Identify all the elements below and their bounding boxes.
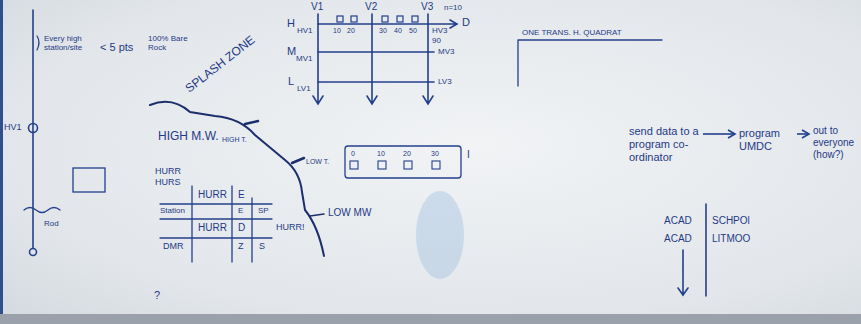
note: < 5 pts: [100, 42, 133, 53]
m-line: [318, 51, 434, 53]
flow-step: out to everyone (how?): [812, 124, 860, 162]
distance-number: 30: [431, 150, 439, 157]
step-text: program UMDC: [739, 127, 793, 153]
row-label: H: [287, 18, 295, 29]
eraser-smudge: [416, 191, 464, 279]
note: Rod: [44, 220, 59, 228]
distance-number: 50: [409, 27, 417, 34]
distance-number: 40: [394, 27, 402, 34]
note: ?: [154, 290, 160, 301]
station-pole: [32, 10, 34, 248]
list-item: LITMOO: [712, 234, 750, 244]
table-cell: HURR: [198, 223, 227, 233]
zone-label: HIGH M.W.: [158, 130, 219, 142]
step-text: out to everyone (how?): [813, 125, 859, 161]
row-label: M: [287, 46, 296, 57]
sample-size: n=10: [444, 4, 462, 12]
flow-arrow: [797, 130, 809, 138]
station-point: [30, 249, 37, 256]
table-cell: S: [259, 242, 265, 251]
table-corner: [518, 40, 662, 86]
table-note: HURR: [155, 167, 181, 176]
wavy-line: [24, 208, 60, 213]
point-label: HV1: [297, 27, 313, 35]
distance-number: 0: [351, 150, 355, 157]
table-cell: E: [238, 190, 245, 200]
list-item: ACAD: [664, 234, 692, 244]
flow-arrow: [703, 130, 735, 138]
table-note: HURS: [155, 178, 181, 187]
table-lines: [160, 186, 272, 262]
divider-line: [705, 204, 707, 296]
zone-label: SPLASH ZONE: [183, 33, 257, 94]
transect-strip: [345, 146, 461, 178]
table-cell: Z: [238, 242, 244, 251]
flow-step: program UMDC: [738, 126, 794, 154]
station-point: [29, 124, 38, 133]
bracket: [37, 36, 39, 50]
table-cell: SP: [258, 207, 269, 215]
table-cell: Station: [160, 207, 185, 215]
table-cell: E: [238, 207, 243, 215]
point-label: LV1: [297, 85, 311, 93]
table-cell: DMR: [163, 242, 184, 251]
column-label: V3: [421, 2, 433, 12]
point-label: MV1: [296, 55, 312, 63]
tide-tick: [292, 158, 304, 163]
distance-number: 20: [403, 150, 411, 157]
axis-label: D: [462, 17, 470, 28]
point-label: MV3: [438, 48, 454, 56]
v1-line: [313, 14, 323, 104]
column-label: V2: [365, 2, 377, 12]
shore-profile: [150, 102, 324, 256]
distance-number: 20: [347, 27, 355, 34]
point-label: HV3: [432, 27, 448, 35]
distance-number: 10: [333, 27, 341, 34]
note: 100% Bare Rock: [148, 34, 188, 52]
quadrat-squares: [337, 16, 418, 22]
strip-label: I: [467, 150, 470, 160]
zone-label: LOW T.: [306, 158, 329, 165]
tide-tick: [245, 121, 258, 124]
strip-squares: [350, 161, 440, 169]
down-arrow: [678, 250, 688, 295]
quadrat-square: [73, 168, 105, 192]
column-label: V1: [311, 2, 323, 12]
table-note: HURR!: [276, 223, 305, 232]
row-label: L: [288, 76, 294, 87]
distance-number: 30: [379, 27, 387, 34]
zone-label: LOW MW: [328, 208, 371, 218]
marker-tray: [0, 314, 861, 324]
v3-line: [423, 14, 433, 104]
list-item: ACAD: [664, 216, 692, 226]
flow-step: send data to a program co-ordinator: [628, 124, 700, 166]
note: Every high station/site: [44, 34, 90, 52]
zone-label: HIGH T.: [222, 136, 247, 143]
list-item: SCHPOl: [712, 216, 750, 226]
table-heading: ONE TRANS. H. QUADRAT: [522, 29, 622, 37]
l-line: [318, 81, 434, 83]
distance-number: 90: [432, 37, 441, 45]
distance-number: 10: [377, 150, 385, 157]
point-label: HV1: [4, 123, 22, 132]
point-label: LV3: [438, 78, 452, 86]
tide-tick: [310, 214, 324, 216]
table-cell: D: [238, 223, 245, 233]
v2-line: [367, 14, 377, 104]
table-cell: HURR: [198, 190, 227, 200]
board-frame: [0, 0, 3, 324]
step-text: send data to a program co-ordinator: [629, 125, 699, 165]
